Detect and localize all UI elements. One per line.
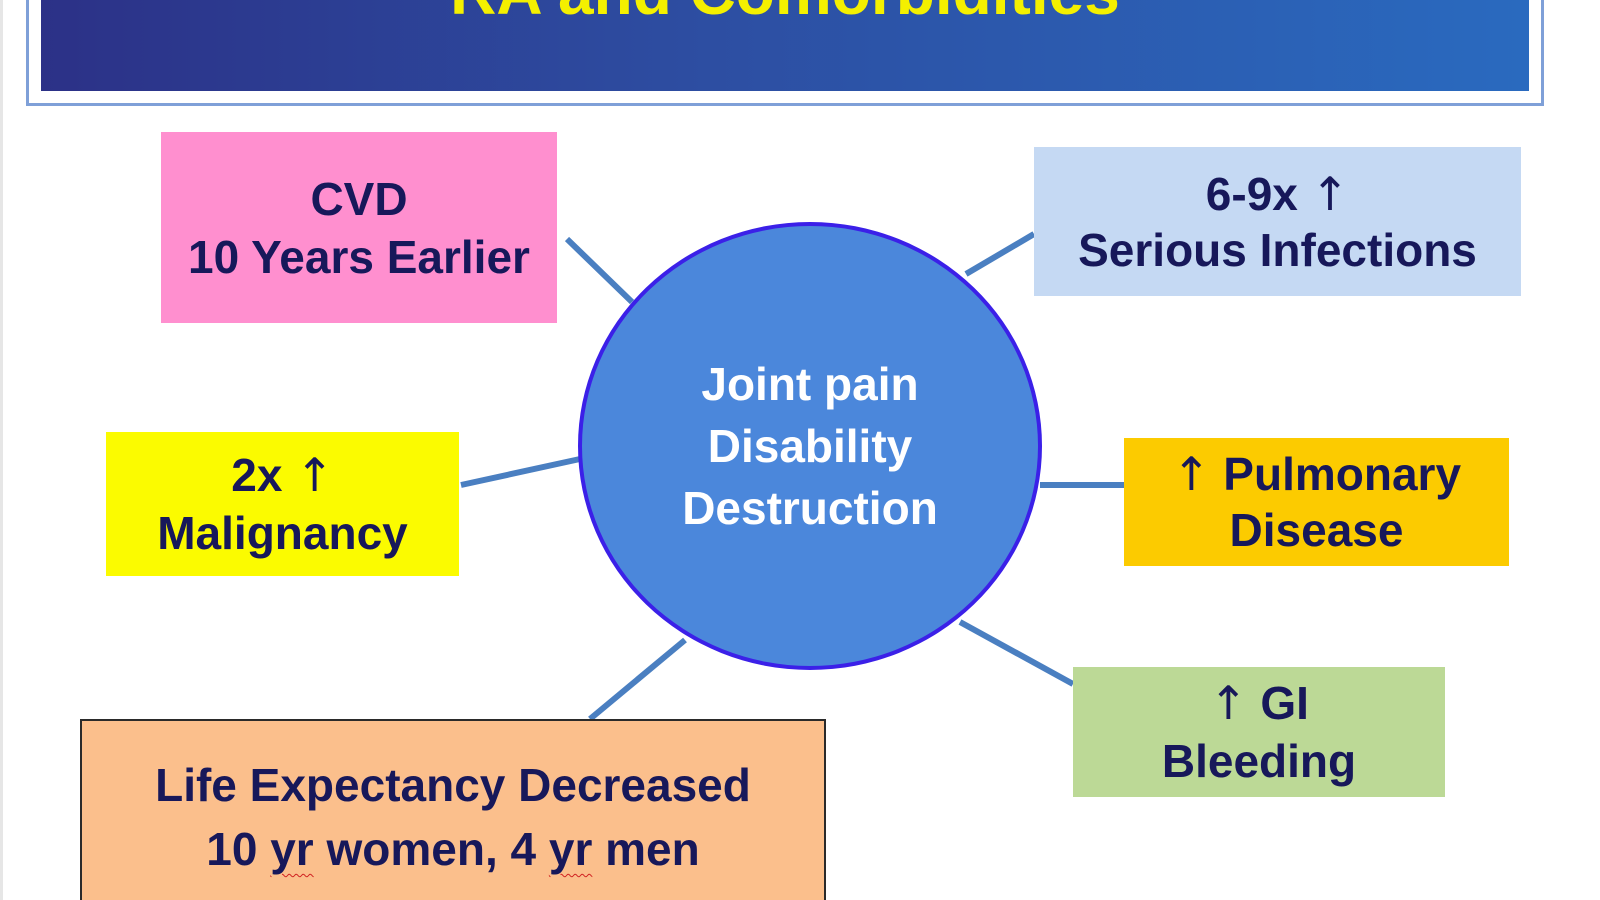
malignancy-rate: 2x ↑ — [231, 446, 334, 504]
slide-title: RA and Comorbidities — [41, 0, 1529, 32]
connector-gi — [958, 619, 1075, 687]
life-detail-part: yr — [270, 823, 314, 875]
malignancy-rate-text: 2x — [231, 449, 296, 501]
central-hub-circle: Joint pain Disability Destruction — [578, 222, 1042, 670]
malignancy-label: Malignancy — [157, 507, 408, 559]
life-detail-part: women, 4 — [313, 823, 549, 875]
infections-rate-text: 6-9x — [1205, 167, 1311, 220]
up-arrow-icon: ↑ — [1310, 166, 1350, 221]
cvd-detail: 10 Years Earlier — [188, 230, 530, 283]
cvd-label: CVD — [310, 172, 408, 225]
infections-box: 6-9x ↑ Serious Infections — [1034, 147, 1521, 296]
up-arrow-icon: ↑ — [1209, 676, 1248, 730]
pulmonary-box: ↑ Pulmonary Disease — [1124, 438, 1509, 566]
pulmonary-heading-text: Pulmonary — [1210, 448, 1462, 500]
gi-label: Bleeding — [1161, 735, 1357, 787]
up-arrow-icon: ↑ — [1171, 447, 1211, 501]
connector-malignancy — [460, 456, 581, 488]
title-bar: RA and Comorbidities — [41, 0, 1529, 91]
life-expectancy-heading: Life Expectancy Decreased — [155, 759, 751, 811]
cvd-box: CVD 10 Years Earlier — [161, 132, 557, 323]
life-expectancy-box: Life Expectancy Decreased 10 yr women, 4… — [80, 719, 826, 900]
life-detail-part: men — [592, 823, 700, 875]
connector-cvd — [564, 236, 635, 305]
life-detail-part: yr — [548, 823, 593, 875]
infections-label: Serious Infections — [1078, 223, 1477, 276]
up-arrow-icon: ↑ — [295, 448, 334, 502]
hub-line-joint-pain: Joint pain — [701, 358, 919, 410]
hub-line-destruction: Destruction — [682, 482, 938, 534]
gi-heading: ↑ GI — [1209, 674, 1309, 732]
hub-line-disability: Disability — [707, 420, 913, 472]
life-detail-part: 10 — [206, 823, 271, 875]
pulmonary-label: Disease — [1229, 504, 1404, 556]
infections-rate: 6-9x ↑ — [1206, 166, 1349, 222]
connector-infections — [964, 231, 1036, 277]
slide-edge — [0, 0, 3, 900]
malignancy-box: 2x ↑ Malignancy — [106, 432, 459, 576]
pulmonary-heading: ↑ Pulmonary — [1172, 446, 1461, 502]
gi-box: ↑ GI Bleeding — [1073, 667, 1445, 797]
gi-heading-text: GI — [1247, 677, 1309, 729]
connector-life — [588, 637, 687, 722]
life-expectancy-detail: 10 yr women, 4 yr men — [206, 817, 699, 881]
